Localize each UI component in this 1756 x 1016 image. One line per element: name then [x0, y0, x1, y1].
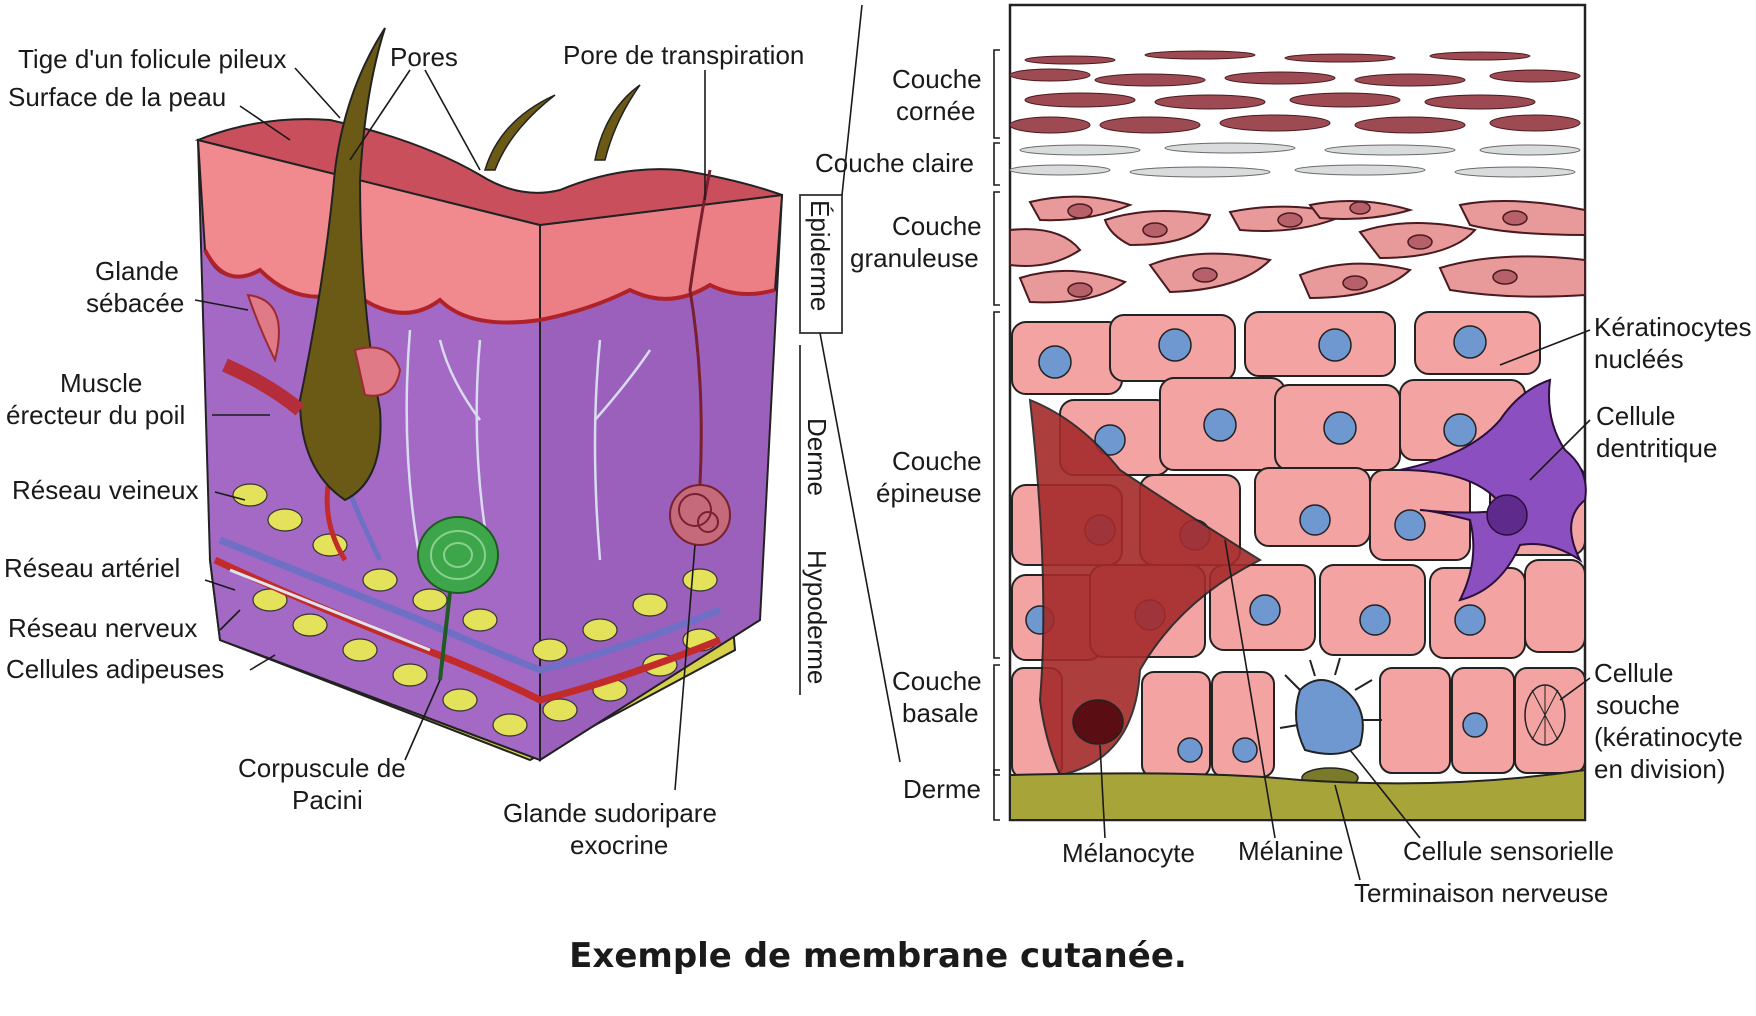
label-sweat-gland-1: Glande sudoripare — [503, 798, 717, 828]
label-stem-2: souche — [1596, 690, 1680, 720]
label-melanin: Mélanine — [1238, 836, 1344, 866]
label-dermis-right: Derme — [903, 774, 981, 804]
label-cornea-1: Couche — [892, 64, 982, 94]
label-pacini-2: Pacini — [292, 785, 363, 815]
dermis-base — [1009, 768, 1586, 821]
label-sebaceous-2: sébacée — [86, 288, 184, 318]
label-sweat-pore: Pore de transpiration — [563, 40, 804, 70]
label-spin-2: épineuse — [876, 478, 982, 508]
label-kerat-2: nucléés — [1594, 344, 1684, 374]
label-adipose: Cellules adipeuses — [6, 654, 224, 684]
melanocyte-icon — [1028, 398, 1263, 777]
left-labels: Tige d'un folicule pileux Surface de la … — [4, 40, 804, 860]
label-arterial: Réseau artériel — [4, 553, 180, 583]
label-dermis-vertical: Derme — [802, 418, 832, 496]
label-muscle-1: Muscle — [60, 368, 142, 398]
figure-caption: Exemple de membrane cutanée. — [569, 936, 1187, 976]
stratum-lucidum — [1009, 142, 1581, 178]
pacinian-corpuscle-icon — [417, 516, 499, 681]
label-sensory: Cellule sensorielle — [1403, 836, 1614, 866]
label-melanocyte: Mélanocyte — [1062, 838, 1195, 868]
label-stem-3: (kératinocyte — [1594, 722, 1743, 752]
label-hypodermis: Hypoderme — [802, 550, 832, 684]
label-kerat-1: Kératinocytes — [1594, 312, 1752, 342]
label-muscle-2: érecteur du poil — [6, 400, 185, 430]
dendritic-cell-icon — [1399, 378, 1587, 602]
label-sebaceous-1: Glande — [95, 256, 179, 286]
epidermis-detail — [1008, 3, 1587, 822]
sweat-gland-icon — [669, 169, 731, 546]
skin-block-illustration — [194, 27, 784, 762]
layer-brackets: Épiderme Derme Hypoderme — [799, 4, 901, 763]
label-basal-2: basale — [902, 698, 979, 728]
label-stem-1: Cellule — [1594, 658, 1674, 688]
label-gran-1: Couche — [892, 211, 982, 241]
label-nerve-end: Terminaison nerveuse — [1354, 878, 1608, 908]
label-skin-surface: Surface de la peau — [8, 82, 226, 112]
label-stem-4: en division) — [1594, 754, 1726, 784]
label-hair-shaft: Tige d'un folicule pileux — [18, 44, 287, 74]
label-venous: Réseau veineux — [12, 475, 198, 505]
label-spin-1: Couche — [892, 446, 982, 476]
label-sweat-gland-2: exocrine — [570, 830, 668, 860]
label-gran-2: granuleuse — [850, 243, 979, 273]
stratum-granulosum — [1009, 195, 1586, 304]
label-nervous: Réseau nerveux — [8, 613, 197, 643]
stratum-corneum — [1009, 50, 1581, 134]
label-pores: Pores — [390, 42, 458, 72]
label-pacini-1: Corpuscule de — [238, 753, 406, 783]
right-labels: Couche cornée Couche claire Couche granu… — [815, 49, 1752, 908]
label-epidermis: Épiderme — [805, 200, 835, 311]
label-basal-1: Couche — [892, 666, 982, 696]
label-dendritic-1: Cellule — [1596, 401, 1676, 431]
label-dendritic-2: dentritique — [1596, 433, 1717, 463]
label-clear: Couche claire — [815, 148, 974, 178]
label-cornea-2: cornée — [896, 96, 976, 126]
